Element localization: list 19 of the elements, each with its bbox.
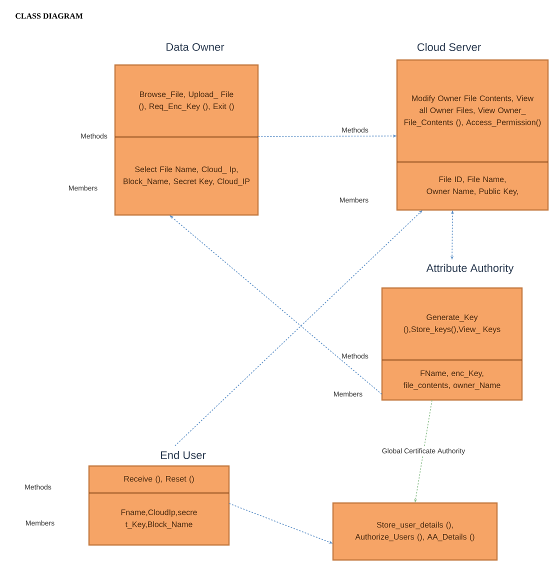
node-label: Fname,CloudIp,secre t_Key,Block_Name <box>121 509 197 529</box>
class-name: Data Owner <box>166 43 224 51</box>
class-box: Browse_File, Upload_ File (), Req_Enc_Key (), Exit () Select File Name, Cloud_ Ip, Block_Name, Secret Key, Cloud_IP <box>114 64 259 216</box>
node-label: Select File Name, Cloud_ Ip, Block_Name, Secret Key, Cloud_IP <box>124 166 250 186</box>
title: CLASS DIAGRAM <box>16 13 83 19</box>
class-box: Receive (), Reset () Fname,CloudIp,secre t_Key,Block_Name <box>88 465 230 546</box>
class-box: Generate_Key (),Store_keys(),View_ Keys FName, enc_Key, file_contents, owner_Name <box>381 287 523 401</box>
class-box: Modify Owner File Contents, View all Owner Files, View Owner_ File_Contents (), Access_Permission() File ID, File Name, Owner Name, Public Key, <box>396 59 549 211</box>
node-label: FName, enc_Key, file_contents, owner_Name <box>403 370 500 390</box>
node-label: File ID, File Name, Owner Name, Public Key, <box>426 176 518 196</box>
class-name: Cloud Server <box>417 42 481 52</box>
class-box: Store_user_details (), Authorize_Users (), AA_Details () <box>332 502 498 561</box>
node-label: Receive (), Reset () <box>124 476 194 484</box>
arrow <box>170 215 382 395</box>
class-name: Attribute Authority <box>426 264 514 274</box>
node-label: Browse_File, Upload_ File (), Req_Enc_Key (), Exit () <box>139 91 234 111</box>
node-label: Generate_Key (),Store_keys(),View_ Keys <box>404 314 500 334</box>
class-name: End User <box>160 450 206 460</box>
node-label: Modify Owner File Contents, View all Owner Files, View Owner_ File_Contents (), Access_Permission() <box>404 95 541 127</box>
